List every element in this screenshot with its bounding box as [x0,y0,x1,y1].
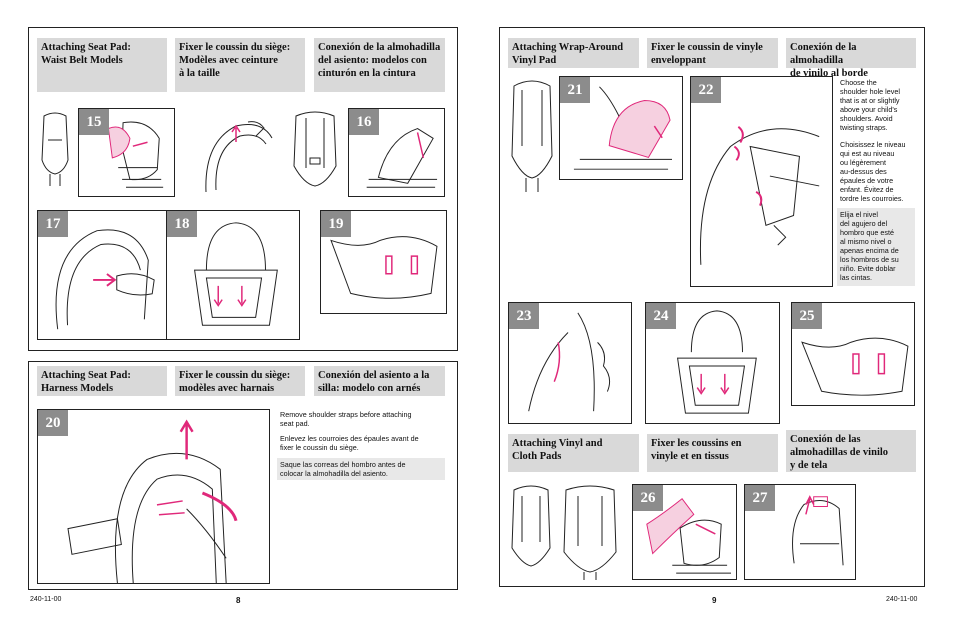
note-es-harness: Saque las correas del hombro antes de co… [277,458,445,480]
waist-belt-detail-illustration [196,112,278,200]
header-en-harness: Attaching Seat Pad: Harness Models [37,366,167,396]
footer-code-right: 240-11-00 [886,596,918,603]
figure-number: 19 [321,211,351,237]
figure-22: 22 [690,76,833,287]
header-es-vinyl-cloth: Conexión de las almohadillas de vinilo y… [786,430,916,472]
header-es-harness: Conexión del asiento a la silla: modelo … [314,366,445,396]
note-fr-harness: Enlevez les courroies des épaules avant … [280,434,419,452]
vinyl-cloth-pad-illustration [560,482,620,582]
figure-26: 26 [632,484,737,580]
seat-pad-illustration [36,110,74,190]
figure-number: 20 [38,410,68,436]
figure-18: 18 [166,210,300,340]
note-fr-wrap: Choisissez le niveau qui est au niveau o… [840,140,906,203]
figure-number: 22 [691,77,721,103]
figure-24: 24 [645,302,780,424]
header-es-waist: Conexión de la almohadilla del asiento: … [314,38,445,92]
figure-19: 19 [320,210,447,314]
header-en-wrap: Attaching Wrap-Around Vinyl Pad [508,38,639,68]
header-fr-harness: Fixer le coussin du siège: modèles avec … [175,366,305,396]
footer-code-left: 240-11-00 [30,596,62,603]
note-en-harness: Remove shoulder straps before attaching … [280,410,412,428]
cloth-pad-illustration [508,482,554,578]
figure-number: 15 [79,109,109,135]
header-en-vinyl-cloth: Attaching Vinyl and Cloth Pads [508,434,639,472]
figure-number: 17 [38,211,68,237]
note-en-wrap: Choose the shoulder hole level that is a… [840,78,900,132]
figure-number: 18 [167,211,197,237]
vinyl-pad-illustration [508,76,556,196]
seat-back-illustration [290,108,340,196]
figure-23: 23 [508,302,632,424]
header-fr-wrap: Fixer le coussin de vinyle enveloppant [647,38,778,68]
figure-number: 21 [560,77,590,103]
note-es-wrap: Elija el nivel del agujero del hombro qu… [837,208,915,286]
figure-17: 17 [37,210,167,340]
figure-27: 27 [744,484,856,580]
header-en-waist: Attaching Seat Pad: Waist Belt Models [37,38,167,92]
figure-20: 20 [37,409,270,584]
page-number-left: 8 [236,596,241,605]
figure-number: 26 [633,485,663,511]
header-es-wrap: Conexión de la almohadilla de vinilo al … [786,38,916,79]
figure-number: 27 [745,485,775,511]
figure-number: 23 [509,303,539,329]
figure-16: 16 [348,108,445,197]
figure-number: 16 [349,109,379,135]
figure-25: 25 [791,302,915,406]
header-fr-vinyl-cloth: Fixer les coussins en vinyle et en tissu… [647,434,778,472]
figure-number: 25 [792,303,822,329]
figure-15: 15 [78,108,175,197]
page-number-right: 9 [712,596,717,605]
figure-number: 24 [646,303,676,329]
figure-21: 21 [559,76,683,180]
header-fr-waist: Fixer le coussin du siège: Modèles avec … [175,38,305,92]
